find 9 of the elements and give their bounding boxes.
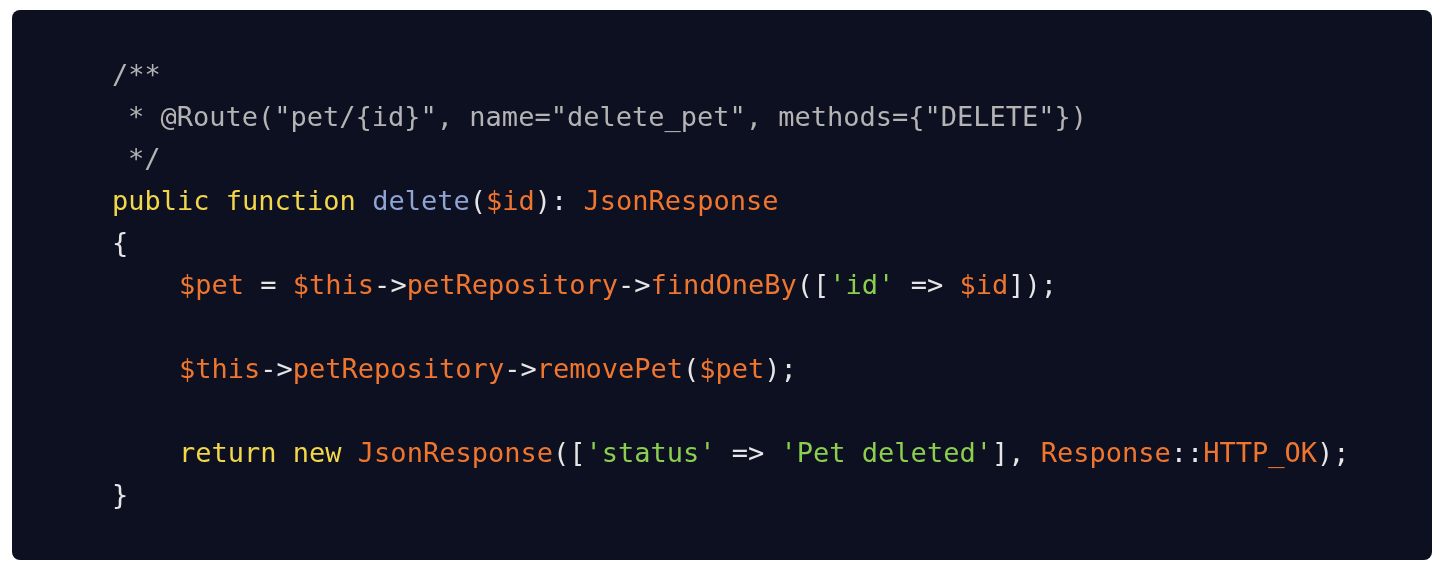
code-line: public function delete($id): JsonResponse [112,184,779,218]
code-comment: */ [128,142,161,176]
code-line: return new JsonResponse(['status' => 'Pet deleted'], Response::HTTP_OK); [179,436,1350,470]
code-comment: * @Route("pet/{id}", name="delete_pet", methods={"DELETE"}) [128,100,1088,134]
code-line: $pet = $this->petRepository->findOneBy(['id' => $id]); [179,268,1057,302]
code-comment: /** [112,58,161,92]
code-line: $this->petRepository->removePet($pet); [179,352,797,386]
code-line: } [112,478,129,512]
code-line: { [112,226,129,260]
